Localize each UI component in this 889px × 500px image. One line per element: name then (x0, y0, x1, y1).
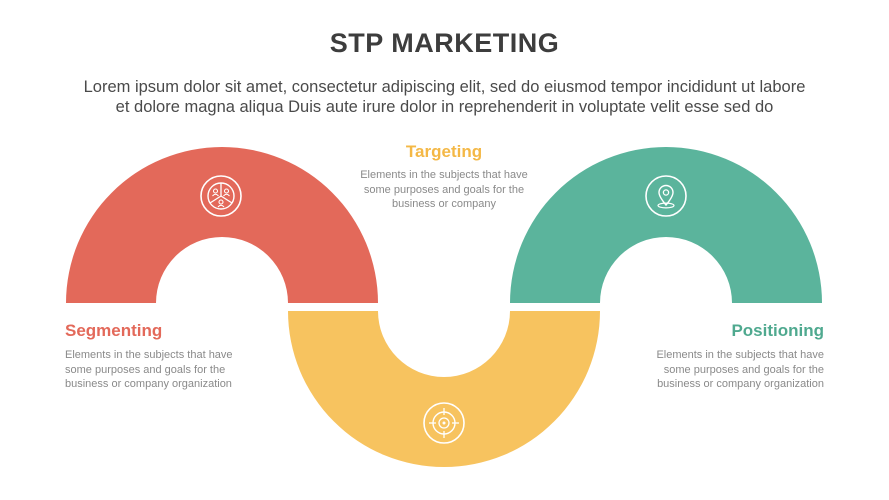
segmenting-label: Segmenting (65, 321, 163, 340)
targeting-desc-line-2: some purposes and goals for the (363, 183, 525, 196)
page-subtitle: Lorem ipsum dolor sit amet, consectetur … (30, 77, 859, 117)
map-pin-icon (645, 175, 687, 217)
segmenting-desc-line-2: some purposes and goals for the (65, 363, 226, 376)
segmenting-description: Elements in the subjects that have some … (65, 348, 233, 392)
target-icon (423, 402, 465, 444)
targeting-desc-line-1: Elements in the subjects that have (360, 169, 528, 181)
segmenting-desc-line-1: Elements in the subjects that have (65, 349, 233, 361)
subtitle-line-2: et dolore magna aliqua Duis aute irure d… (115, 98, 774, 116)
targeting-arc (288, 311, 600, 467)
targeting-description: Elements in the subjects that have some … (334, 168, 554, 212)
targeting-label: Targeting (405, 142, 483, 161)
subtitle-line-1: Lorem ipsum dolor sit amet, consectetur … (83, 78, 806, 96)
positioning-desc-line-1: Elements in the subjects that have (656, 349, 824, 361)
page-title: STP MARKETING (329, 28, 560, 58)
segmenting-arc (66, 147, 378, 303)
positioning-desc-line-3: business or company organization (657, 378, 824, 390)
targeting-desc-line-3: business or company (392, 198, 496, 210)
segmenting-desc-line-3: business or company organization (65, 378, 232, 390)
positioning-desc-line-2: some purposes and goals for the (663, 363, 824, 376)
positioning-description: Elements in the subjects that have some … (656, 348, 824, 392)
people-segment-icon (200, 175, 242, 217)
positioning-label: Positioning (731, 321, 824, 340)
positioning-arc (510, 147, 822, 303)
